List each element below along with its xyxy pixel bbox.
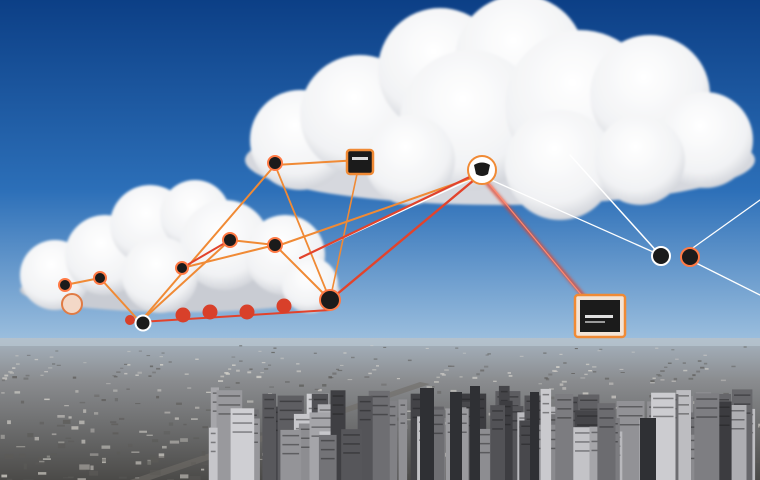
- network-links: [64, 154, 760, 323]
- skyline-buildings: [208, 385, 756, 480]
- city-ground: [0, 338, 760, 480]
- hub-node: [467, 155, 497, 185]
- cloud-large: [245, 0, 755, 220]
- device-node-bottom: [573, 293, 627, 339]
- network-nodes: [58, 148, 700, 339]
- device-node-top: [345, 148, 375, 176]
